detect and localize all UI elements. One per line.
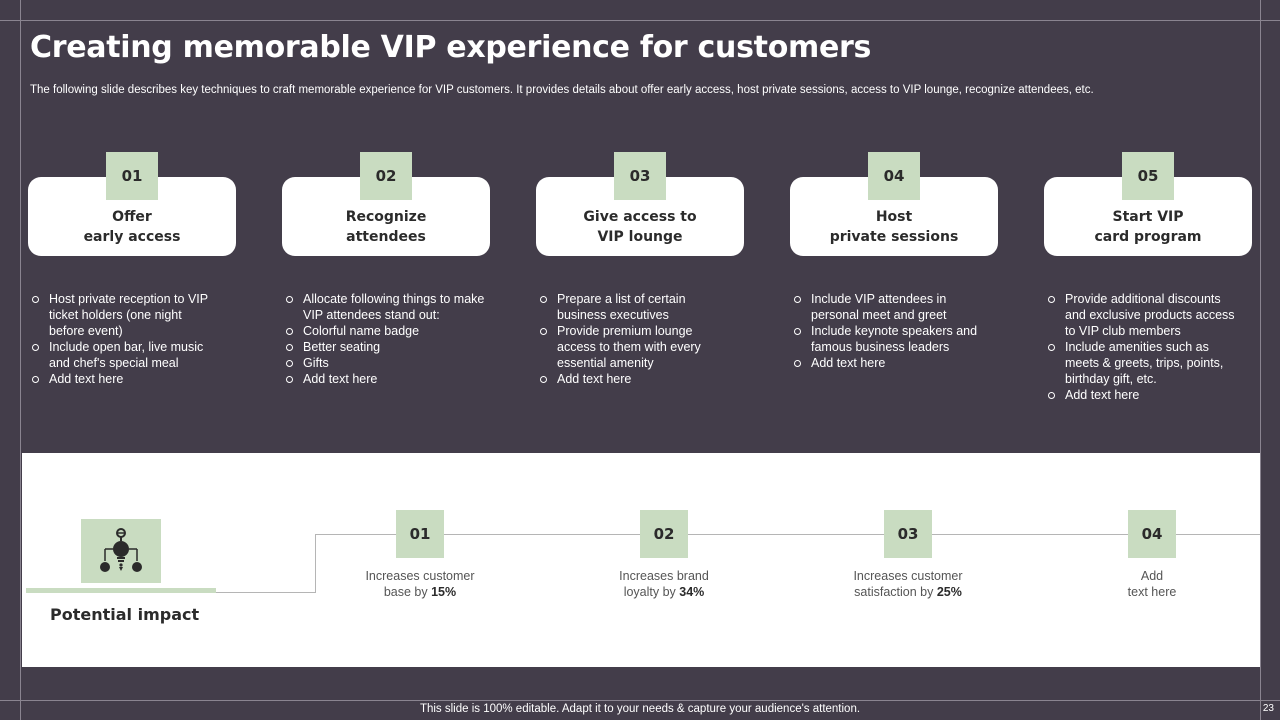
impact-text-line: text here [1127,585,1177,599]
impact-text-line: base by 15% [383,585,457,599]
bullet-item: Include VIP attendees in [792,291,1007,307]
step-number-badge: 04 [868,152,920,200]
bullet-item: Colorful name badge [284,323,499,339]
impact-number-badge: 04 [1128,510,1176,558]
bullet-continuation: essential amenity [557,356,654,370]
step-title-line: Start VIP [1112,209,1184,225]
step-title: Recognize attendees [282,207,490,247]
bullet-item: Prepare a list of certain [538,291,753,307]
impact-panel [22,453,1260,667]
vip-benefits-icon-svg [100,528,142,572]
step-title-line: Host [875,209,913,225]
slide-title: Creating memorable VIP experience for cu… [30,30,872,65]
impact-number-badge: 01 [396,510,444,558]
impact-text: Increases customer base by 15% [330,568,510,600]
impact-number-badge: 03 [884,510,932,558]
impact-accent-bar [26,588,216,593]
bullet-continuation: VIP attendees stand out: [303,308,440,322]
bullet-item: Gifts [284,355,499,371]
bullet-item: Provide premium lounge [538,323,753,339]
bullet-continuation: business executives [557,308,669,322]
bullet-item: Include open bar, live music [30,339,245,355]
frame-line-top [0,20,1280,21]
impact-text: Increases brand loyalty by 34% [574,568,754,600]
step-number-badge: 05 [1122,152,1174,200]
bullet-item: Include amenities such as [1046,339,1261,355]
bullet-item: Add text here [1046,387,1261,403]
step-number-badge: 02 [360,152,412,200]
step-title-line: Recognize [345,209,427,225]
bullet-item: Allocate following things to make [284,291,499,307]
step-title: Start VIP card program [1044,207,1252,247]
page-number: 23 [1262,703,1274,714]
impact-text-line: satisfaction by 25% [854,585,962,599]
step-title: Offer early access [28,207,236,247]
step-bullets-1: Host private reception to VIP ticket hol… [30,291,245,387]
step-title: Give access to VIP lounge [536,207,744,247]
step-number-badge: 03 [614,152,666,200]
impact-connector-riser [315,534,316,593]
impact-text-line: Increases customer [365,569,475,583]
frame-line-left [20,0,21,720]
impact-text: Add text here [1062,568,1242,600]
step-title-line: attendees [346,229,426,245]
impact-timeline [315,534,1260,535]
vip-benefits-icon [81,519,161,583]
impact-text: Increases customer satisfaction by 25% [818,568,998,600]
step-bullets-5: Provide additional discounts and exclusi… [1046,291,1261,403]
step-title-line: private sessions [829,229,959,245]
bullet-item: Host private reception to VIP [30,291,245,307]
step-card-1: 01 Offer early access [28,152,236,256]
step-title-line: card program [1094,229,1202,245]
bullet-continuation: before event) [49,324,123,338]
bullet-item: Add text here [538,371,753,387]
bullet-item: Add text here [792,355,1007,371]
frame-line-right [1260,0,1261,720]
bullet-continuation: meets & greets, trips, points, [1065,356,1224,370]
impact-label: Potential impact [50,605,200,624]
impact-text-line: Increases brand [619,569,709,583]
impact-percentage: 15% [431,585,457,599]
bullet-continuation: and chef's special meal [49,356,179,370]
impact-text-line: Increases customer [853,569,963,583]
step-card-5: 05 Start VIP card program [1044,152,1252,256]
step-title: Host private sessions [790,207,998,247]
step-title-line: Give access to [583,209,697,225]
step-bullets-2: Allocate following things to make VIP at… [284,291,499,387]
impact-percentage: 34% [679,585,705,599]
bullet-continuation: ticket holders (one night [49,308,182,322]
bullet-continuation: and exclusive products access [1065,308,1235,322]
step-title-line: VIP lounge [597,229,683,245]
bullet-item: Provide additional discounts [1046,291,1261,307]
bullet-item: Better seating [284,339,499,355]
step-bullets-3: Prepare a list of certain business execu… [538,291,753,387]
bullet-continuation: to VIP club members [1065,324,1181,338]
bullet-continuation: personal meet and greet [811,308,947,322]
step-title-line: early access [83,229,181,245]
bullet-continuation: access to them with every [557,340,701,354]
bullet-item: Add text here [284,371,499,387]
bullet-item: Include keynote speakers and [792,323,1007,339]
frame-line-bottom [0,700,1280,701]
impact-connector-low [216,592,316,593]
bullet-continuation: famous business leaders [811,340,950,354]
impact-percentage: 25% [936,585,962,599]
step-title-line: Offer [112,209,152,225]
step-card-2: 02 Recognize attendees [282,152,490,256]
slide-subtitle: The following slide describes key techni… [30,84,1094,96]
step-number-badge: 01 [106,152,158,200]
step-card-4: 04 Host private sessions [790,152,998,256]
impact-number-badge: 02 [640,510,688,558]
bullet-item: Add text here [30,371,245,387]
footer-note: This slide is 100% editable. Adapt it to… [419,703,861,715]
step-card-3: 03 Give access to VIP lounge [536,152,744,256]
step-bullets-4: Include VIP attendees in personal meet a… [792,291,1007,371]
impact-text-line: Add [1140,569,1164,583]
bullet-continuation: birthday gift, etc. [1065,372,1157,386]
impact-text-line: loyalty by 34% [623,585,705,599]
